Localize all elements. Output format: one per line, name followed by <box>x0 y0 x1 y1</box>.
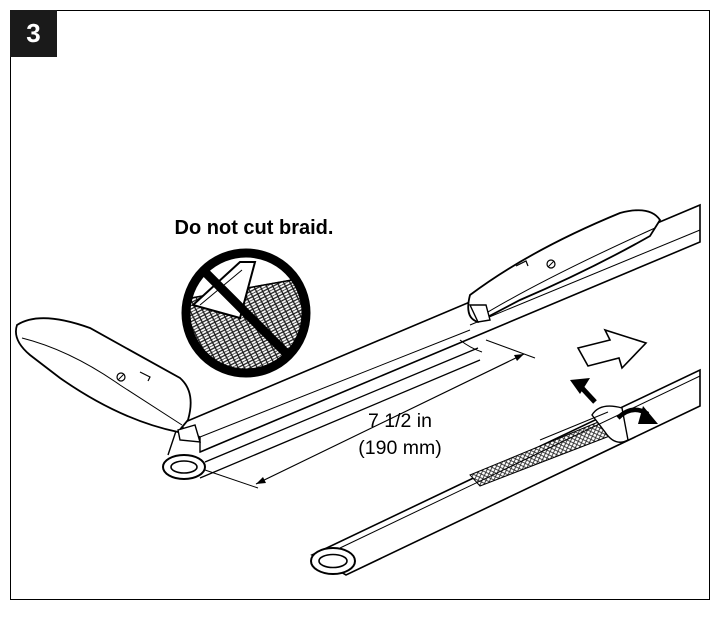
twist-arrow-icon <box>616 406 658 424</box>
dimension-imperial: 7 1/2 in <box>368 410 432 432</box>
cable-end-face-lower <box>310 547 356 575</box>
step-panel <box>10 10 710 600</box>
direction-arrow-icon <box>576 328 648 370</box>
prohibition-icon <box>181 248 311 378</box>
utility-knife-icon <box>15 317 201 443</box>
utility-knife-icon-right <box>467 209 662 323</box>
peel-arrow-icon <box>570 378 597 404</box>
dimension-metric: (190 mm) <box>358 437 441 459</box>
dimension-line <box>204 339 536 489</box>
warning-caption: Do not cut braid. <box>175 217 334 239</box>
cable-end-face <box>162 454 206 480</box>
step-number-badge: 3 <box>10 10 57 57</box>
cable-lower <box>310 368 701 576</box>
